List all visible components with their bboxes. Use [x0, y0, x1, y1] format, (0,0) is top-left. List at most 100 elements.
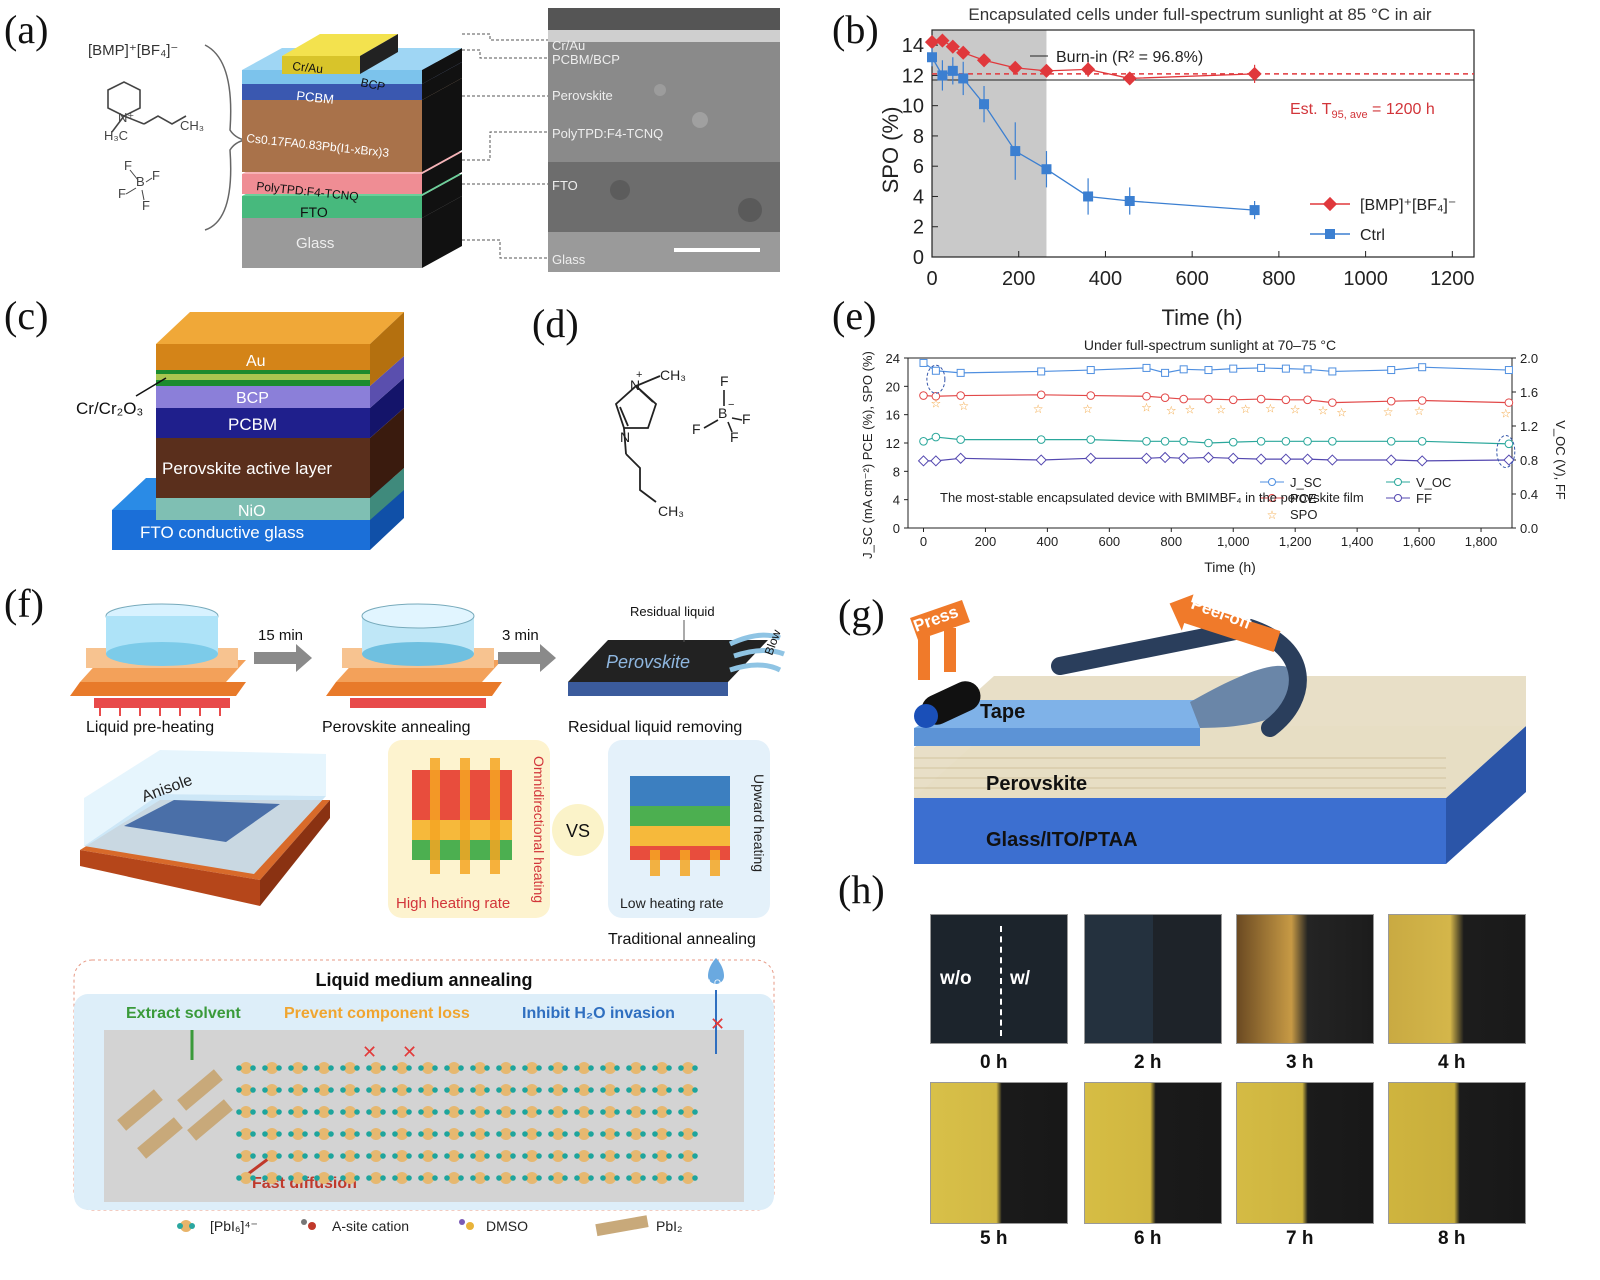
iodide-atom [262, 1153, 268, 1159]
pbi6-octahedron [344, 1172, 356, 1184]
iodide-atom [470, 1153, 476, 1159]
right-axis-marker [1496, 435, 1516, 468]
data-point-spo: ☆ [1082, 402, 1093, 416]
block-x-icon: ✕ [402, 1042, 417, 1062]
iodide-atom [328, 1175, 334, 1181]
iodide-atom [666, 1175, 672, 1181]
pbi6-octahedron [292, 1062, 304, 1074]
svg-text:Low heating rate: Low heating rate [620, 895, 724, 911]
arrow-icon [498, 644, 556, 672]
iodide-atom [666, 1065, 672, 1071]
data-point-jsc [1387, 366, 1396, 375]
data-point-PCE [1204, 394, 1213, 404]
data-point-ff [1159, 451, 1171, 464]
iodide-atom [600, 1131, 606, 1137]
pbi6-octahedron [682, 1172, 694, 1184]
pbi6-octahedron [370, 1084, 382, 1096]
data-point-V_OC [1504, 439, 1514, 449]
iodide-atom [484, 1065, 490, 1071]
data-point-ff [1140, 452, 1153, 464]
iodide-atom [626, 1131, 632, 1137]
iodide-atom [250, 1109, 256, 1115]
iodide-atom [250, 1131, 256, 1137]
pbi6-octahedron [552, 1106, 564, 1118]
pbi6-octahedron [578, 1150, 590, 1162]
iodide-atom [640, 1131, 646, 1137]
data-point-PCE [956, 391, 965, 400]
iodide-atom [380, 1087, 386, 1093]
iodide-atom [354, 1065, 360, 1071]
photo-0h [930, 914, 1068, 1044]
pbi6-octahedron [500, 1150, 512, 1162]
data-point-V_OC [1417, 437, 1427, 446]
svg-text:PCBM/BCP: PCBM/BCP [552, 52, 620, 67]
pbi6-octahedron [240, 1150, 252, 1162]
pbi6-octahedron [526, 1106, 538, 1118]
iodide-atom [288, 1109, 294, 1115]
iodide-atom [328, 1131, 334, 1137]
pbi6-octahedron [318, 1106, 330, 1118]
data-point-ctrl [937, 70, 948, 81]
pbi6-octahedron [474, 1106, 486, 1118]
pbi6-octahedron [552, 1172, 564, 1184]
legend-label: V_OC [1416, 475, 1451, 490]
pbi6-octahedron [370, 1150, 382, 1162]
iodide-atom [548, 1087, 554, 1093]
pbi6-octahedron [240, 1172, 252, 1184]
iodide-atom [470, 1065, 476, 1071]
data-point-spo: ☆ [1166, 403, 1177, 417]
iodide-atom [470, 1175, 476, 1181]
svg-text:High heating rate: High heating rate [396, 895, 510, 912]
pbi6-octahedron [266, 1062, 278, 1074]
legend-label: PCE [1290, 491, 1317, 506]
data-point-ff [917, 455, 930, 467]
iodide-atom [510, 1153, 516, 1159]
legend-marker: ☆ [1267, 508, 1278, 522]
pbi6-octahedron [656, 1172, 668, 1184]
iodide-atom [652, 1131, 658, 1137]
pbi6-octahedron [396, 1150, 408, 1162]
pbi6-octahedron [370, 1128, 382, 1140]
iodide-atom [276, 1065, 282, 1071]
iodide-atom [302, 1087, 308, 1093]
panel-label-a: (a) [4, 7, 49, 52]
arrow-time-3: 3 min [502, 627, 539, 644]
iodide-atom [380, 1109, 386, 1115]
pbi6-octahedron [370, 1062, 382, 1074]
y-tick-label-left: 12 [886, 436, 900, 451]
iodide-atom [600, 1175, 606, 1181]
data-point-PCE [1504, 398, 1514, 407]
data-point-jsc [931, 366, 940, 375]
iodide-atom [678, 1109, 684, 1115]
svg-text:F: F [124, 158, 132, 173]
y-tick-label: 4 [913, 186, 924, 208]
pbi6-octahedron [604, 1150, 616, 1162]
iodide-atom [366, 1153, 372, 1159]
y-tick-label-right: 0.0 [1520, 521, 1538, 536]
iodide-atom [444, 1153, 450, 1159]
iodide-atom [236, 1153, 242, 1159]
data-point-PCE [1386, 396, 1396, 406]
iodide-atom [380, 1175, 386, 1181]
iodide-atom [692, 1109, 698, 1115]
pbi2-cluster [137, 1117, 183, 1159]
iodide-atom [626, 1153, 632, 1159]
data-point-spo: ☆ [1184, 403, 1195, 417]
time-label: 6 h [1134, 1228, 1162, 1249]
iodide-atom [562, 1087, 568, 1093]
iodide-atom [666, 1087, 672, 1093]
iodide-atom [276, 1153, 282, 1159]
iodide-atom [458, 1175, 464, 1181]
data-point-jsc [956, 368, 965, 377]
pbi6-octahedron [682, 1084, 694, 1096]
iodide-atom [640, 1175, 646, 1181]
legend-marker [1268, 478, 1276, 486]
time-label: 8 h [1438, 1228, 1466, 1249]
iodide-atom [444, 1087, 450, 1093]
legend-marker [1325, 229, 1335, 239]
iodide-atom [418, 1131, 424, 1137]
svg-text:CH₃: CH₃ [658, 503, 684, 519]
panel-label-f: (f) [4, 581, 44, 626]
iodide-atom [484, 1175, 490, 1181]
svg-text:Prevent component loss: Prevent component loss [284, 1005, 470, 1022]
